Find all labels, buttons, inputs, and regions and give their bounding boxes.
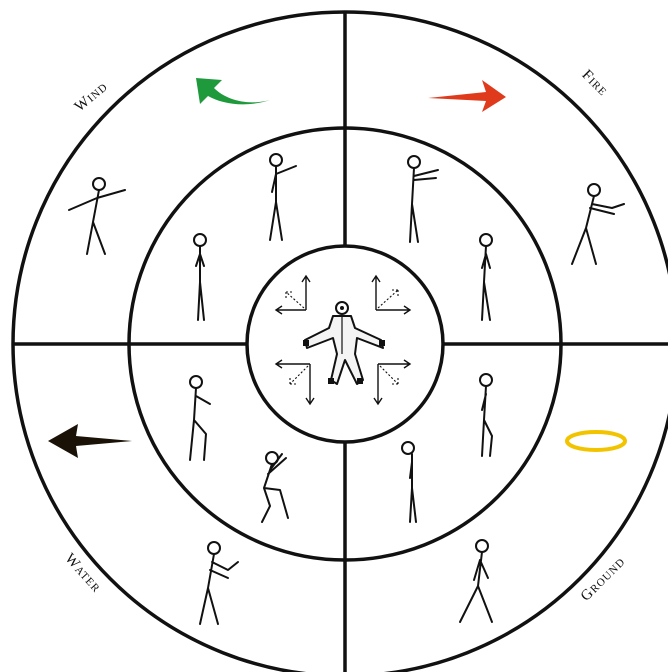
label-water: Water <box>61 551 104 596</box>
figure-ground-outer <box>460 540 492 622</box>
ring-icon <box>567 432 625 450</box>
figure-fire-mid-1 <box>408 156 438 242</box>
label-ground: Ground <box>578 554 629 605</box>
figure-fire-mid-2 <box>480 234 492 320</box>
figure-water-mid-2 <box>262 452 288 522</box>
figure-ground-mid-2 <box>402 442 416 522</box>
arrow-left-icon <box>48 424 132 458</box>
figure-ground-mid-1 <box>480 374 492 456</box>
curved-arrow-up-left-icon <box>196 78 270 104</box>
label-wind: Wind <box>72 79 111 116</box>
figure-wind-mid-1 <box>270 154 296 240</box>
label-fire: Fire <box>579 67 612 100</box>
suited-figure-icon <box>303 302 385 384</box>
figure-wind-mid-2 <box>194 234 206 320</box>
figure-water-mid-1 <box>190 376 210 460</box>
figure-fire-outer <box>572 184 624 264</box>
figure-wind-outer <box>69 178 125 254</box>
figure-water-outer <box>200 542 238 624</box>
arrow-right-icon <box>428 80 506 112</box>
